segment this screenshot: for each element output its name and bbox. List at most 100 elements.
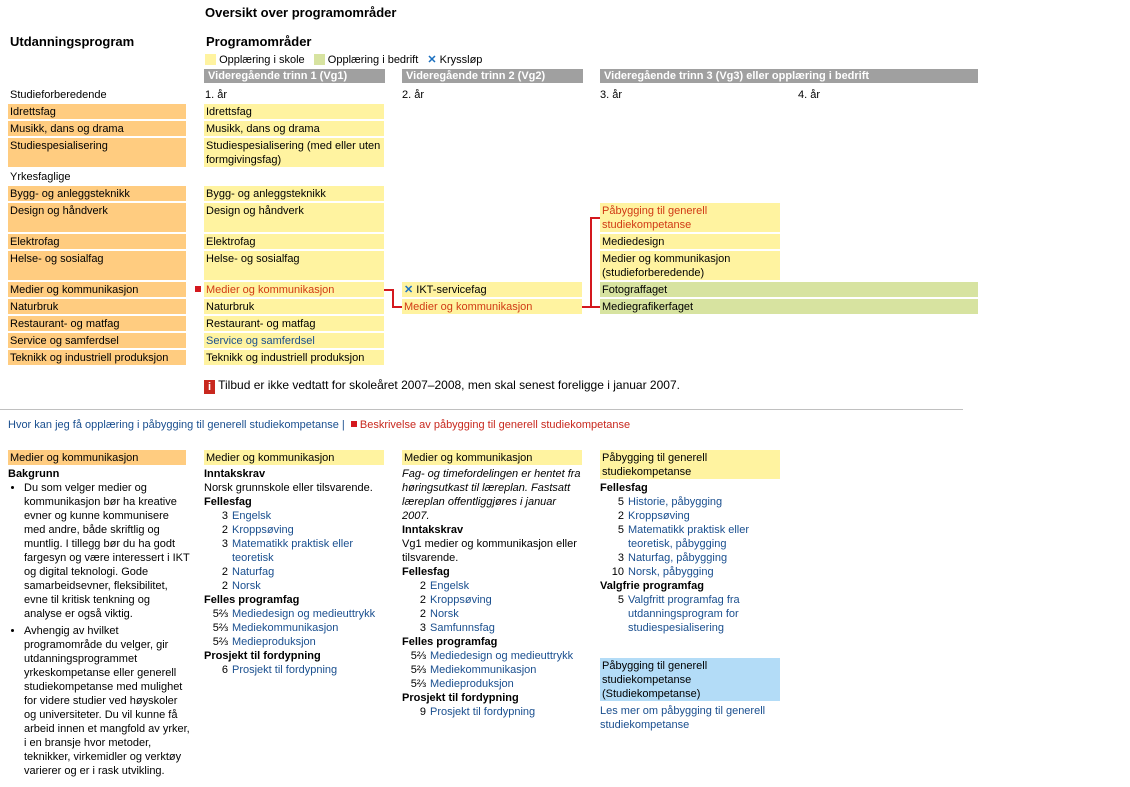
vg2-ikt-label: IKT-servicefag xyxy=(416,284,487,296)
detail4-result[interactable]: Påbygging til generell studiekompetanse … xyxy=(600,658,780,701)
vg1-musikk[interactable]: Musikk, dans og drama xyxy=(204,121,384,136)
subject-link[interactable]: Samfunnsfag xyxy=(430,622,495,634)
subject-link[interactable]: Norsk xyxy=(232,580,261,592)
group-yrkesfaglige: Yrkesfaglige xyxy=(10,171,71,183)
vg3-mediedesign[interactable]: Mediedesign xyxy=(600,234,780,249)
vg1-naturbruk[interactable]: Naturbruk xyxy=(204,299,384,314)
subject-hours: 2 xyxy=(419,608,426,620)
subject-hours: 5⅔ xyxy=(410,664,426,676)
vg1-elektrofag[interactable]: Elektrofag xyxy=(204,234,384,249)
detail1-bullet: Du som velger medier og kommunikasjon bø… xyxy=(24,481,190,621)
subject-link[interactable]: Historie, påbygging xyxy=(628,496,723,508)
subject-link[interactable]: Kroppsøving xyxy=(232,524,294,536)
vg1-restaurant[interactable]: Restaurant- og matfag xyxy=(204,316,384,331)
detail3-program-list: 5⅔ Mediedesign og medieuttrykk 5⅔ Mediekomm… xyxy=(402,649,584,691)
where-link[interactable]: Hvor kan jeg få opplæring i påbygging ti… xyxy=(8,419,345,431)
subject-link[interactable]: Prosjekt til fordypning xyxy=(430,706,536,718)
detail3-felles-heading: Fellesfag xyxy=(402,566,450,578)
subject-hours: 5⅔ xyxy=(212,636,228,648)
vg3-pabygging[interactable]: Påbygging til generell studiekompetanse xyxy=(600,203,780,232)
subject-link[interactable]: Matematikk praktisk eller teoretisk, påb… xyxy=(628,524,750,550)
subject-hours: 5⅔ xyxy=(410,650,426,662)
subject-row: 5 Matematikk praktisk eller teoretisk, på… xyxy=(600,523,782,551)
vg3-mediegrafikerfaget[interactable]: Mediegrafikerfaget xyxy=(600,299,978,314)
subject-link[interactable]: Mediedesign og medieuttrykk xyxy=(232,608,376,620)
subject-link[interactable]: Engelsk xyxy=(430,580,470,592)
subject-link[interactable]: Naturfag, påbygging xyxy=(628,552,728,564)
subject-link[interactable]: Mediekommunikasjon xyxy=(232,622,339,634)
selected-marker xyxy=(195,286,201,292)
vg1-service[interactable]: Service og samferdsel xyxy=(204,333,384,348)
vg1-medier[interactable]: Medier og kommunikasjon xyxy=(204,282,384,297)
subject-link[interactable]: Prosjekt til fordypning xyxy=(232,664,338,676)
program-design[interactable]: Design og håndverk xyxy=(8,203,186,232)
cross-icon: ✕ xyxy=(427,54,437,66)
vg1-design[interactable]: Design og håndverk xyxy=(204,203,384,232)
subject-link[interactable]: Engelsk xyxy=(232,510,272,522)
subject-link[interactable]: Mediekommunikasjon xyxy=(430,664,537,676)
vg3-fotograffaget[interactable]: Fotograffaget xyxy=(600,282,978,297)
detail1-title: Medier og kommunikasjon xyxy=(8,450,186,465)
subject-hours: 2 xyxy=(221,566,228,578)
program-idrettsfag[interactable]: Idrettsfag xyxy=(8,104,186,119)
legend-cross-label: Kryssløp xyxy=(439,54,483,66)
detail3-program-heading: Felles programfag xyxy=(402,636,498,648)
subject-link[interactable]: Kroppsøving xyxy=(430,594,492,606)
subject-link[interactable]: Norsk xyxy=(430,608,459,620)
program-elektrofag[interactable]: Elektrofag xyxy=(8,234,186,249)
program-service[interactable]: Service og samferdsel xyxy=(8,333,186,348)
program-musikk[interactable]: Musikk, dans og drama xyxy=(8,121,186,136)
program-bygg[interactable]: Bygg- og anleggsteknikk xyxy=(8,186,186,201)
header-vg2: Videregående trinn 2 (Vg2) xyxy=(402,69,583,83)
subject-link[interactable]: Medieproduksjon xyxy=(232,636,316,648)
vg2-medier[interactable]: Medier og kommunikasjon xyxy=(402,299,582,314)
legend-company-swatch xyxy=(313,54,325,65)
program-restaurant[interactable]: Restaurant- og matfag xyxy=(8,316,186,331)
legend: Opplæring i skole Opplæring i bedrift ✕ … xyxy=(205,53,482,67)
subject-hours: 2 xyxy=(221,524,228,536)
subject-hours: 3 xyxy=(419,622,426,634)
subject-link[interactable]: Valgfritt programfag fra utdanningsprogr… xyxy=(628,594,740,634)
program-studiespesialisering[interactable]: Studiespesialisering xyxy=(8,138,186,167)
vg1-studiespesialisering[interactable]: Studiespesialisering (med eller uten for… xyxy=(204,138,384,167)
vg1-bygg[interactable]: Bygg- og anleggsteknikk xyxy=(204,186,384,201)
detail4-more-link[interactable]: Les mer om påbygging til generell studie… xyxy=(600,705,766,731)
vg1-idrettsfag[interactable]: Idrettsfag xyxy=(204,104,384,119)
subject-hours: 5 xyxy=(617,524,624,536)
detail2-inntak: Norsk grunnskole eller tilsvarende. xyxy=(204,482,373,494)
description-link[interactable]: Beskrivelse av påbygging til generell st… xyxy=(359,419,631,431)
program-medier[interactable]: Medier og kommunikasjon xyxy=(8,282,186,297)
header-vg3: Videregående trinn 3 (Vg3) eller opplæri… xyxy=(600,69,978,83)
vg1-teknikk[interactable]: Teknikk og industriell produksjon xyxy=(204,350,384,365)
program-teknikk[interactable]: Teknikk og industriell produksjon xyxy=(8,350,186,365)
subject-link[interactable]: Medieproduksjon xyxy=(430,678,514,690)
detail2-felles-heading: Fellesfag xyxy=(204,496,252,508)
subject-row: 2 Norsk xyxy=(402,607,584,621)
subject-link[interactable]: Norsk, påbygging xyxy=(628,566,714,578)
subject-row: 5⅔ Mediekommunikasjon xyxy=(402,663,584,677)
subject-link[interactable]: Mediedesign og medieuttrykk xyxy=(430,650,574,662)
subject-hours: 3 xyxy=(617,552,624,564)
vg2-ikt[interactable]: ✕ IKT-servicefag xyxy=(402,282,582,297)
detail3-prosjekt-heading: Prosjekt til fordypning xyxy=(402,692,519,704)
detail2-body: Inntakskrav Norsk grunnskole eller tilsv… xyxy=(204,467,384,677)
program-helse[interactable]: Helse- og sosialfag xyxy=(8,251,186,280)
subject-hours: 9 xyxy=(419,706,426,718)
detail2-title: Medier og kommunikasjon xyxy=(204,450,384,465)
subject-row: 5⅔ Mediedesign og medieuttrykk xyxy=(402,649,584,663)
subject-link[interactable]: Kroppsøving xyxy=(628,510,690,522)
detail2-program-heading: Felles programfag xyxy=(204,594,300,606)
subject-link[interactable]: Matematikk praktisk eller teoretisk xyxy=(232,538,354,564)
program-naturbruk[interactable]: Naturbruk xyxy=(8,299,186,314)
square-icon xyxy=(350,421,357,427)
vg3-medier-studie[interactable]: Medier og kommunikasjon (studieforberede… xyxy=(600,251,780,280)
vg1-helse[interactable]: Helse- og sosialfag xyxy=(204,251,384,280)
subject-link[interactable]: Naturfag xyxy=(232,566,275,578)
